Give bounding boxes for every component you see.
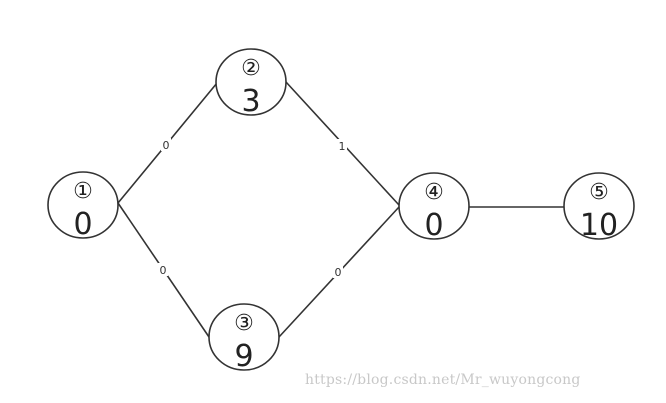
- node-circle: [47, 171, 119, 239]
- edge-label-n1-n3: 0: [160, 264, 167, 277]
- node-circle: [563, 172, 635, 240]
- node-n5: ⑤ 10: [563, 172, 635, 243]
- node-value-label: 9: [234, 339, 253, 374]
- node-n1: ①0: [47, 171, 119, 242]
- edges-layer: 0 0 1 0: [117, 81, 564, 338]
- node-value-label: 0: [424, 208, 443, 243]
- watermark-text: https://blog.csdn.net/Mr_wuyongcong: [305, 372, 581, 388]
- node-n3: ③9: [208, 303, 280, 374]
- edge-label-n1-n2: 0: [163, 139, 170, 152]
- node-n4: ④0: [398, 172, 470, 243]
- edge-label-background: [158, 263, 168, 276]
- edge-label-n2-n4: 1: [339, 140, 346, 153]
- node-id-label: ⑤: [589, 180, 609, 205]
- node-id-label: ③: [234, 311, 254, 336]
- node-id-label: ①: [73, 179, 93, 204]
- edge-label-background: [337, 139, 347, 152]
- node-n2: ②3: [215, 48, 287, 119]
- node-value-label: 3: [241, 84, 260, 119]
- edge-label-n3-n4: 0: [335, 266, 342, 279]
- node-value-label: 10: [580, 208, 618, 243]
- node-circle: [398, 172, 470, 240]
- node-id-label: ④: [424, 180, 444, 205]
- node-circle: [215, 48, 287, 116]
- node-value-label: 0: [73, 207, 92, 242]
- edge-label-background: [333, 265, 343, 278]
- node-id-label: ②: [241, 56, 261, 81]
- edge-label-background: [161, 138, 171, 151]
- node-circle: [208, 303, 280, 371]
